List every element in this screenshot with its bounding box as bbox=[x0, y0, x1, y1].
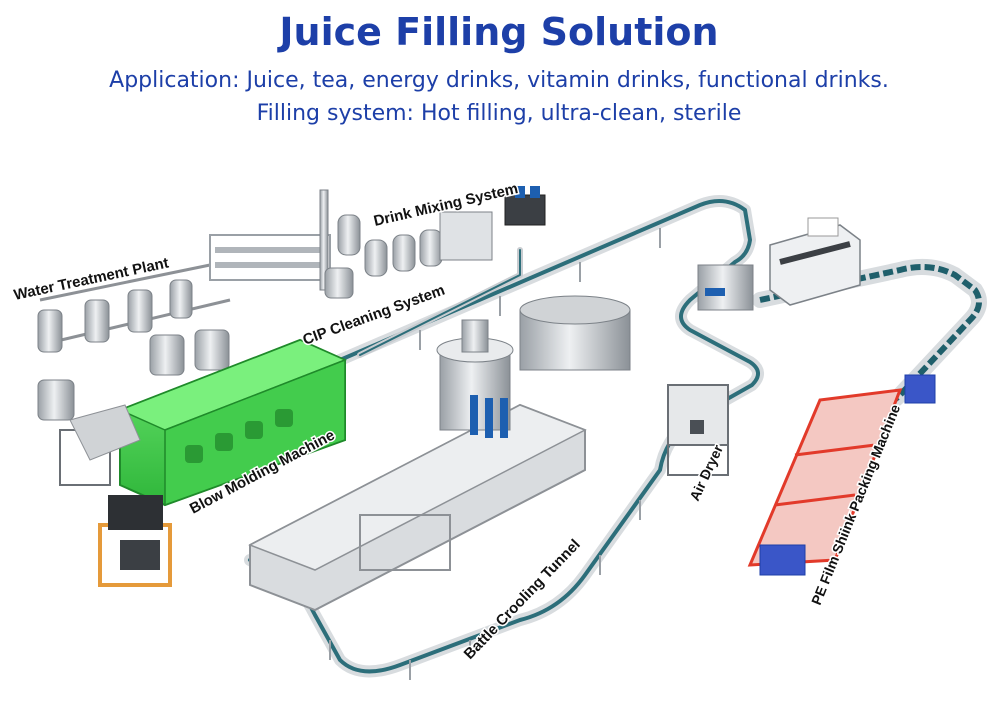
capping-machine bbox=[519, 264, 754, 371]
filling-machine bbox=[248, 319, 587, 612]
drink-mixing-equipment bbox=[319, 186, 546, 299]
label-cip-cleaning: CIP Cleaning System bbox=[301, 282, 448, 349]
labeling-machine bbox=[769, 217, 861, 306]
filling-system-subtitle: Filling system: Hot filling, ultra-clean… bbox=[256, 101, 742, 126]
label-air-dryer: Air Dryer bbox=[686, 442, 726, 504]
water-treatment-tanks bbox=[37, 234, 331, 486]
shrink-packing-machine bbox=[747, 374, 936, 576]
diagram-title: Juice Filling Solution bbox=[279, 10, 719, 54]
blow-molding-machine bbox=[69, 338, 347, 507]
air-dryer bbox=[667, 384, 729, 476]
air-compressor bbox=[98, 495, 172, 587]
application-subtitle: Application: Juice, tea, energy drinks, … bbox=[109, 68, 889, 93]
